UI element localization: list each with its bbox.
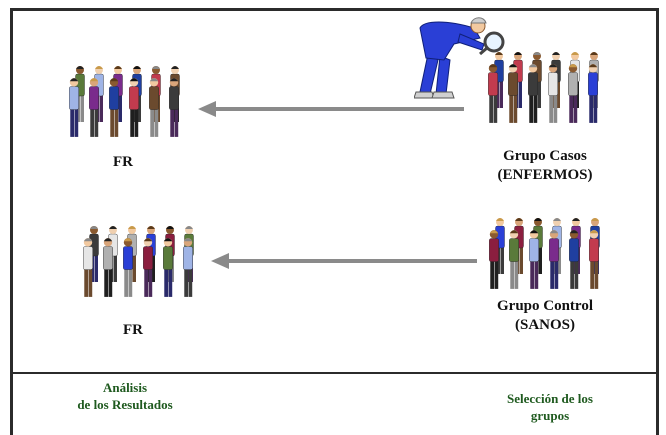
selection-line1: Selección de los (507, 391, 593, 406)
footer-divider (10, 372, 659, 374)
control-group-title: Grupo Control (497, 298, 593, 314)
cases-group-subtitle: (ENFERMOS) (497, 167, 593, 183)
people-group-icon (488, 52, 599, 123)
analysis-line1: Análisis (102, 380, 148, 395)
people-group-icon (83, 226, 194, 297)
investigator-magnifier-icon (414, 17, 505, 99)
people-group-icon (69, 66, 180, 137)
people-group-icon (489, 218, 600, 289)
bottom-left-label: FR (123, 322, 143, 338)
diagram-frame (10, 8, 659, 435)
cases-group-title: Grupo Casos (503, 148, 587, 164)
analysis-line2: de los Resultados (77, 397, 173, 412)
top-left-label: FR (113, 154, 133, 170)
arrow-left-icon (211, 253, 477, 269)
control-group-label: Grupo Control (SANOS) (470, 297, 620, 335)
analysis-label: Análisis de los Resultados (40, 379, 210, 413)
control-group-subtitle: (SANOS) (514, 317, 575, 333)
arrow-left-icon (198, 101, 464, 117)
selection-line2: grupos (530, 408, 570, 423)
selection-label: Selección de los grupos (470, 390, 630, 424)
cases-group-label: Grupo Casos (ENFERMOS) (470, 147, 620, 185)
